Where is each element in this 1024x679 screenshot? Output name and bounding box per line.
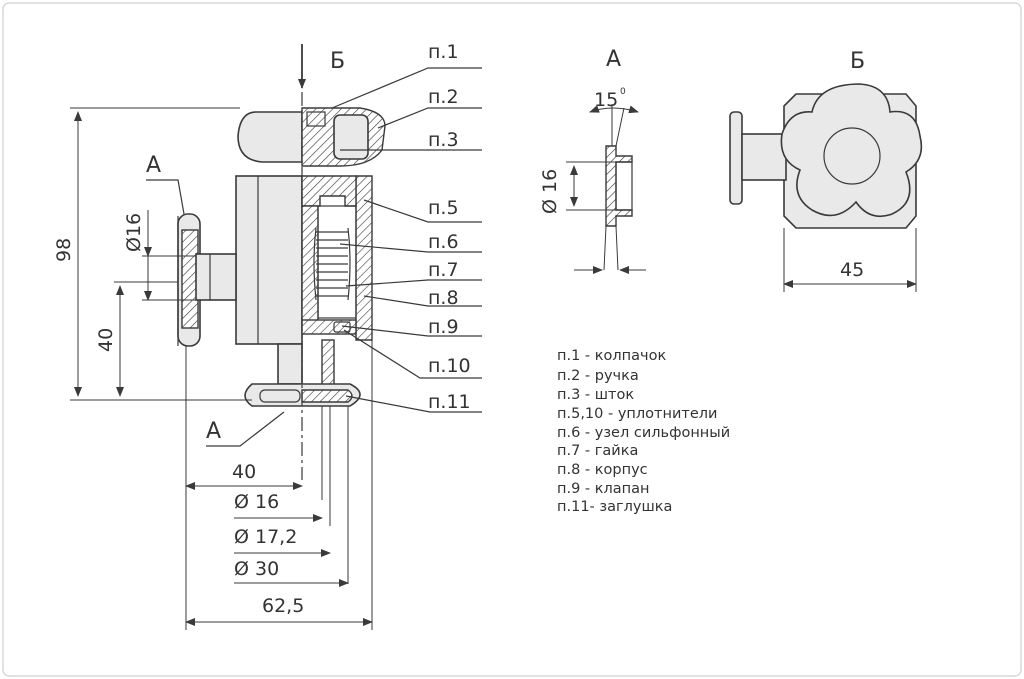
callout-p2: п.2 (428, 86, 459, 108)
callout-p1: п.1 (428, 41, 459, 63)
dim-40-horizontal: 40 (232, 461, 256, 483)
view-b-dim-45: 45 (840, 259, 864, 281)
section-a-left: А (146, 153, 161, 178)
legend-item-7: п.8 - корпус (557, 462, 648, 478)
callout-p8: п.8 (428, 287, 459, 309)
view-b-label: Б (850, 49, 865, 74)
view-b: Б 45 (729, 49, 923, 292)
body-top-nut (301, 175, 357, 207)
legend-item-5: п.6 - узел сильфонный (557, 425, 730, 441)
legend-item-9: п.11- заглушка (557, 499, 672, 515)
legend-item-2: п.2 - ручка (557, 368, 639, 384)
legend-item-8: п.9 - клапан (557, 481, 650, 497)
legend-item-3: п.3 - шток (557, 387, 634, 403)
dim-dia30: Ø 30 (234, 558, 279, 580)
dim-dia16: Ø 16 (234, 491, 279, 513)
section-label-b: Б (330, 49, 345, 74)
view-a-flange (605, 145, 633, 227)
callout-p11: п.11 (428, 391, 471, 413)
view-b-knob (780, 83, 923, 218)
callout-p6: п.6 (428, 231, 459, 253)
body-block (235, 175, 303, 345)
bellows (313, 227, 351, 301)
view-a-label: А (606, 47, 621, 72)
dim-40-vertical: 40 (95, 328, 117, 352)
dim-dia16-flange: Ø16 (123, 213, 145, 252)
main-section-view: Б (53, 41, 482, 630)
callout-p3: п.3 (428, 129, 459, 151)
callout-p5: п.5 (428, 197, 459, 219)
section-a-bottom: А (206, 419, 221, 444)
dim-62-5: 62,5 (262, 595, 304, 617)
callout-p7: п.7 (428, 259, 459, 281)
parts-legend: п.1 - колпачок п.2 - ручка п.3 - шток п.… (557, 348, 730, 515)
dim-dia17-2: Ø 17,2 (234, 526, 297, 548)
view-b-flange (729, 111, 743, 205)
legend-item-6: п.7 - гайка (557, 443, 638, 459)
angle-degree-mark: 0 (620, 87, 626, 97)
view-a-dia16: Ø 16 (539, 169, 561, 214)
callout-p9: п.9 (428, 316, 459, 338)
view-a: А 15 0 Ø 16 (539, 47, 646, 274)
lower-tube (277, 343, 303, 385)
callout-p10: п.10 (428, 355, 471, 377)
dim-98: 98 (53, 238, 75, 262)
view-b-hole (823, 127, 881, 185)
handle-knob (237, 111, 303, 163)
legend-item-1: п.1 - колпачок (557, 348, 666, 364)
cap (333, 114, 369, 160)
legend-item-4: п.5,10 - уплотнители (557, 406, 717, 422)
callout-leaders (331, 67, 482, 413)
